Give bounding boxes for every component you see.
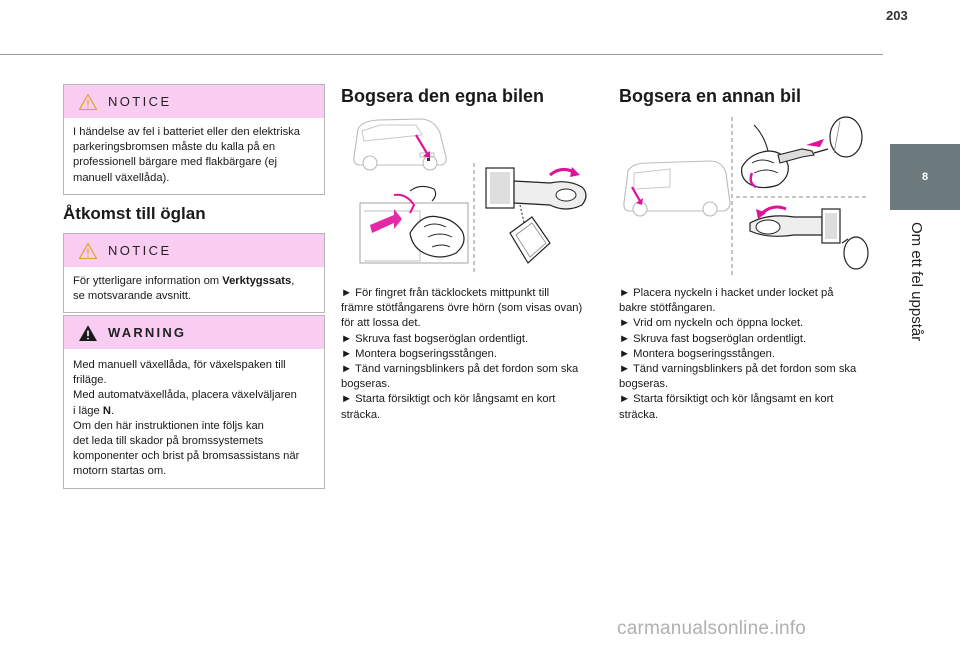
notice-box-toolkit: NOTICE För ytterligare information om Ve… bbox=[63, 233, 325, 314]
tow-own-car-illustration bbox=[353, 118, 587, 273]
warning-text: Med manuell växellåda, för växelspaken t… bbox=[73, 359, 300, 478]
notice-label: NOTICE bbox=[108, 94, 172, 109]
page-number: 203 bbox=[886, 8, 908, 23]
chapter-title: Om ett fel uppstår bbox=[908, 222, 925, 342]
notice-text: I händelse av fel i batteriet eller den … bbox=[73, 126, 300, 184]
warning-triangle-icon bbox=[79, 324, 97, 341]
notice-text: För ytterligare information om Verktygss… bbox=[73, 275, 295, 303]
tow-other-car-instructions: ► Placera nyckeln i hacket under locket … bbox=[619, 287, 857, 421]
caution-triangle-icon bbox=[78, 92, 98, 110]
watermark: carmanualsonline.info bbox=[617, 618, 807, 639]
chapter-tab-number: 8 bbox=[921, 171, 929, 183]
notice-header: NOTICE bbox=[64, 234, 324, 267]
caution-triangle-icon bbox=[78, 241, 98, 259]
warning-label: WARNING bbox=[108, 325, 187, 340]
notice-box-battery: NOTICE I händelse av fel i batteriet ell… bbox=[63, 84, 325, 195]
toolkit-link[interactable]: Verktygssats bbox=[222, 275, 292, 287]
chapter-tab[interactable]: 8 bbox=[890, 144, 960, 210]
section-title-access: Åtkomst till öglan bbox=[63, 204, 206, 223]
notice-label: NOTICE bbox=[108, 243, 172, 258]
section-title-tow-other-car: Bogsera en annan bil bbox=[619, 86, 802, 106]
warning-header: WARNING bbox=[64, 316, 324, 349]
notice-header: NOTICE bbox=[64, 85, 324, 118]
tow-own-car-instructions: ► För fingret från täcklockets mittpunkt… bbox=[341, 287, 583, 421]
warning-box: WARNING Med manuell växellåda, för växel… bbox=[63, 315, 325, 489]
section-title-tow-own-car: Bogsera den egna bilen bbox=[341, 86, 545, 106]
tow-other-car-illustration bbox=[623, 116, 869, 275]
header-rule bbox=[0, 54, 883, 55]
